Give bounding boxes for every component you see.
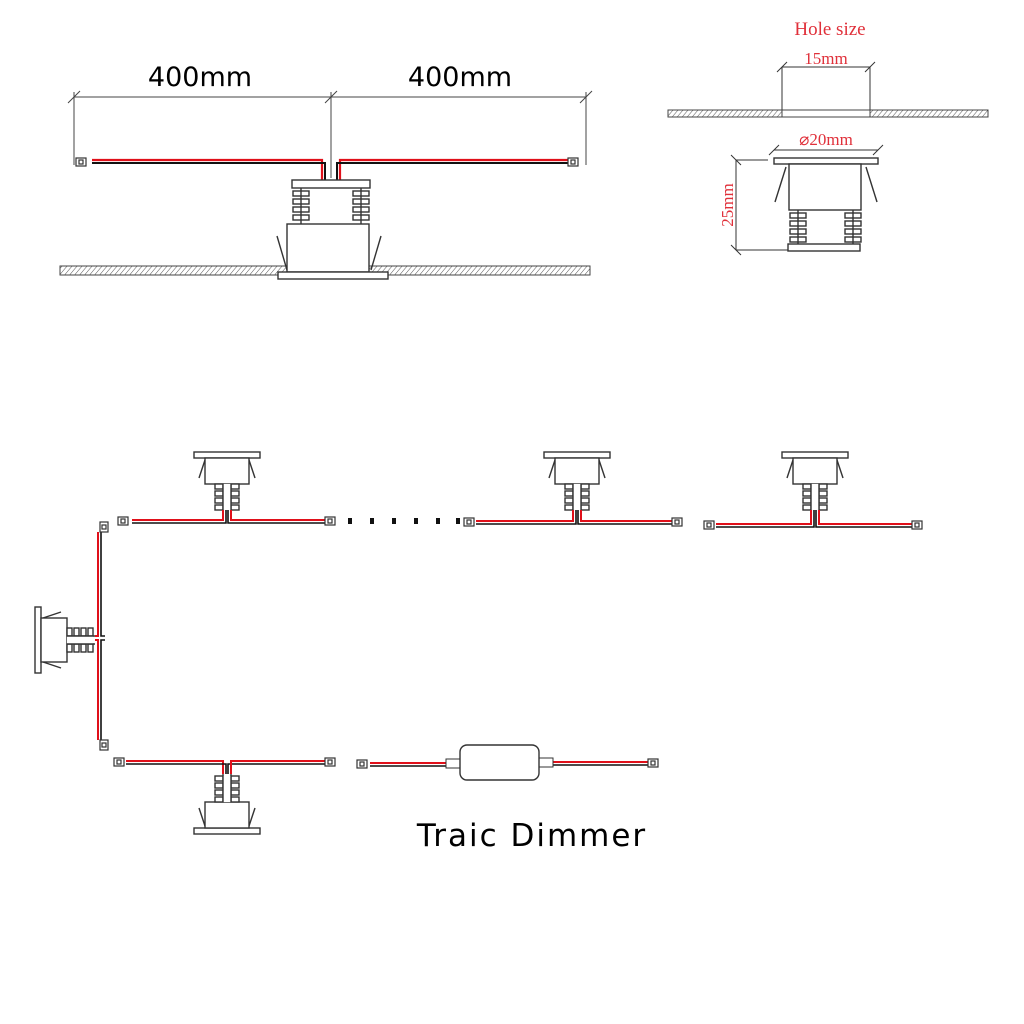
dimension-lines [67,90,593,178]
lamp-icon [193,451,261,513]
ceiling-section [667,109,783,118]
lamp-icon [781,451,849,513]
connector-icon [99,739,109,751]
dimmer-box [459,744,540,781]
hole-cutout [781,109,871,118]
right-lead-length: 400mm [408,62,512,93]
triac-dimmer [356,744,659,781]
lamp-icon [773,157,879,252]
continuation-dots [348,518,460,524]
left-lead-length: 400mm [148,62,252,93]
connector-icon [99,521,109,533]
wiring-diagram: Traic Dimmer [34,451,923,854]
connector-icon [75,157,87,167]
diameter-label: ⌀20mm [799,130,853,149]
hole-size-title: Hole size [794,19,865,40]
connector-icon [911,520,923,530]
connector-icon [703,520,715,530]
lead-length-diagram: 400mm 400mm [59,62,593,280]
connector-icon [117,516,129,526]
lamp-icon [34,606,96,674]
connector-icon [113,757,125,767]
ceiling-section [869,109,989,118]
connector-icon [647,758,659,768]
connector-icon [324,757,336,767]
connector-icon [324,516,336,526]
lamp-icon [276,179,389,280]
lamp-icon [193,773,261,835]
connector-icon [567,157,579,167]
wire [92,158,568,180]
height-label: 25mm [718,183,737,226]
lamp-icon [543,451,611,513]
dimmer-label: Traic Dimmer [416,818,647,854]
connector-icon [356,759,368,769]
hole-width-label: 15mm [804,49,847,68]
connector-icon [463,517,475,527]
hole-size-diagram: Hole size 15mm ⌀20mm 25mm [667,19,989,256]
connector-icon [671,517,683,527]
